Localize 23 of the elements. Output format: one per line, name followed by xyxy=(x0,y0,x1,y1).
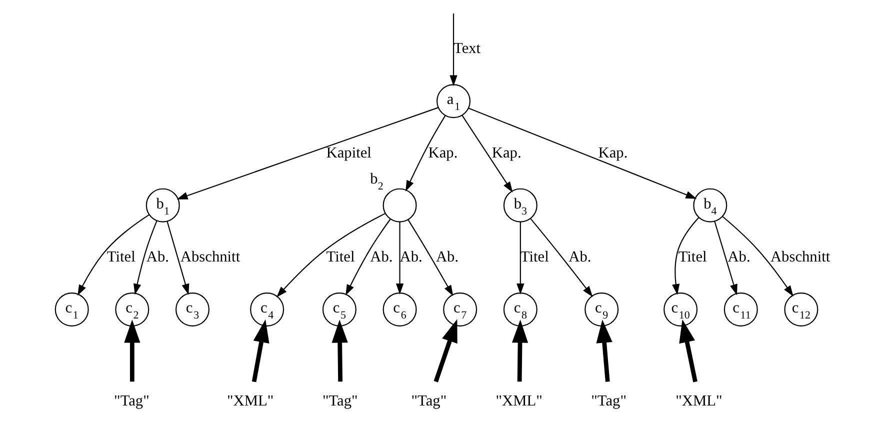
node-label: b$_{2}$ xyxy=(370,170,383,193)
edge-label: Titel xyxy=(678,248,706,266)
node-text: "XML" xyxy=(226,392,274,410)
edge-label: Kap. xyxy=(428,144,458,162)
edge-label: Text xyxy=(453,40,480,58)
edge-label: Abschnitt xyxy=(770,248,830,266)
node-text: "XML" xyxy=(495,392,542,410)
node-text: "Tag" xyxy=(410,392,446,410)
edge-label: Kapitel xyxy=(326,144,371,162)
edge-label: Kap. xyxy=(491,144,521,162)
node-text: "Tag" xyxy=(114,392,149,410)
edge-label: Titel xyxy=(106,248,135,266)
edge-label: Ab. xyxy=(435,248,458,266)
edge-label: Ab. xyxy=(370,248,392,266)
edge-label: Kap. xyxy=(598,144,628,162)
edge-label: Ab. xyxy=(727,248,750,266)
edge-label: Abschnitt xyxy=(180,248,240,266)
node-text: "XML" xyxy=(675,392,722,410)
edge-label: Ab. xyxy=(568,248,591,266)
node-text: "Tag" xyxy=(590,392,626,410)
edge-label: Titel xyxy=(326,248,354,266)
node-text: "Tag" xyxy=(322,392,358,410)
edge-label: Ab. xyxy=(146,248,169,266)
